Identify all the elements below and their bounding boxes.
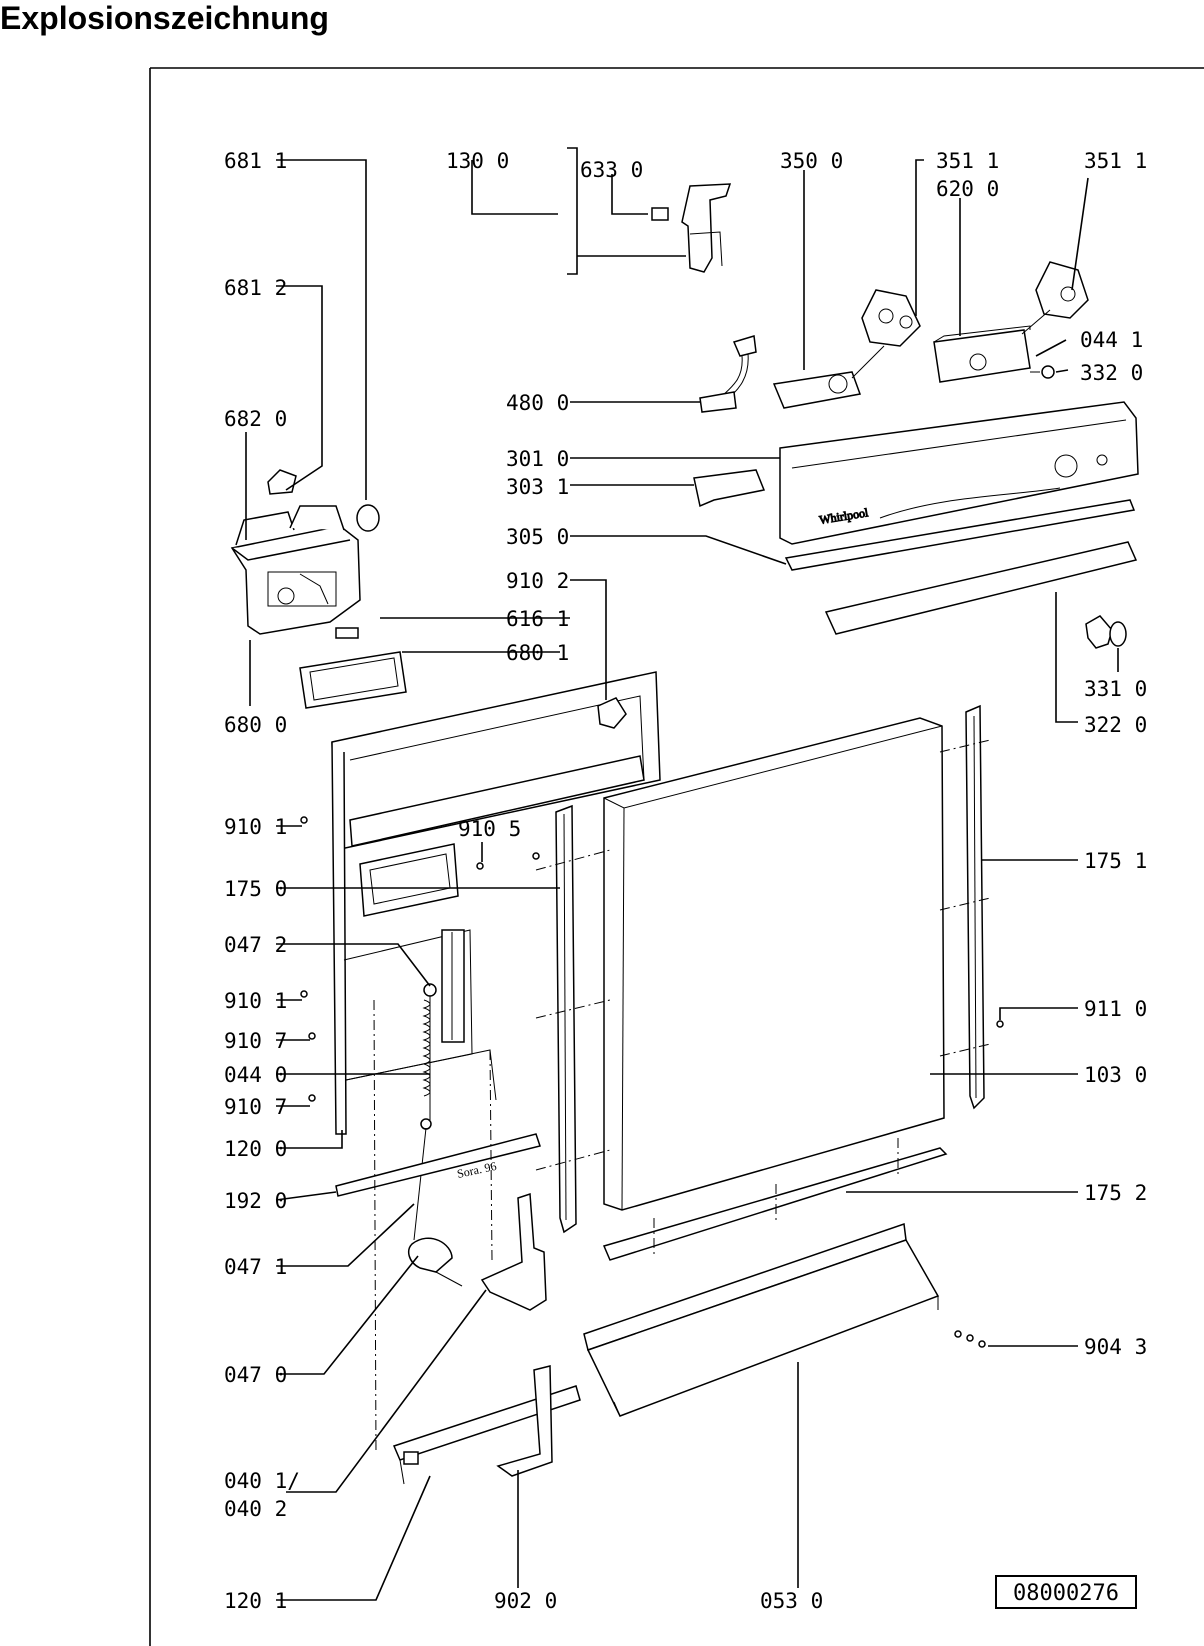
part-label: 044 1 bbox=[1080, 328, 1143, 352]
part-label: 910 7 bbox=[224, 1029, 287, 1053]
part-label: 303 1 bbox=[506, 475, 569, 499]
strip-305-0 bbox=[784, 499, 1136, 571]
handle-303-1 bbox=[693, 469, 766, 508]
part-label: 620 0 bbox=[936, 177, 999, 201]
part-label: 910 2 bbox=[506, 569, 569, 593]
screws bbox=[300, 816, 1004, 1348]
inner-door-120-0 bbox=[331, 671, 661, 1135]
control-panel-301-0: Whirlpool bbox=[779, 401, 1139, 545]
part-label: 331 0 bbox=[1084, 677, 1147, 701]
part-label: 130 0 bbox=[446, 149, 509, 173]
kickplate-053-0 bbox=[583, 1222, 940, 1417]
part-label: 680 1 bbox=[506, 641, 569, 665]
part-label: 047 1 bbox=[224, 1255, 287, 1279]
part-label: 322 0 bbox=[1084, 713, 1147, 737]
part-label: 681 2 bbox=[224, 276, 287, 300]
part-label: 681 1 bbox=[224, 149, 287, 173]
document-number: 08000276 bbox=[1013, 1581, 1119, 1606]
part-label: 350 0 bbox=[780, 149, 843, 173]
part-label: 103 0 bbox=[1084, 1063, 1147, 1087]
bracket-040 bbox=[480, 1192, 547, 1311]
part-label: 044 0 bbox=[224, 1063, 287, 1087]
foot-902-0 bbox=[496, 1365, 553, 1477]
side-strip-175-0 bbox=[555, 804, 577, 1234]
part-label: 040 2 bbox=[224, 1497, 287, 1521]
part-label: 680 0 bbox=[224, 713, 287, 737]
part-label: 911 0 bbox=[1084, 997, 1147, 1021]
cable-480-0 bbox=[699, 335, 757, 413]
part-label: 120 1 bbox=[224, 1589, 287, 1613]
part-label: 175 1 bbox=[1084, 849, 1147, 873]
rail-192-0: Sora. 96 bbox=[335, 1133, 541, 1197]
part-label: 682 0 bbox=[224, 407, 287, 431]
part-labels: 681 1 130 0 633 0 350 0 351 1 620 0 351 … bbox=[224, 149, 1147, 1613]
part-label: 902 0 bbox=[494, 1589, 557, 1613]
part-label: 332 0 bbox=[1080, 361, 1143, 385]
part-label: 305 0 bbox=[506, 525, 569, 549]
part-label: 047 0 bbox=[224, 1363, 287, 1387]
part-label: 040 1/ bbox=[224, 1469, 300, 1493]
part-label: 175 2 bbox=[1084, 1181, 1147, 1205]
part-label: 904 3 bbox=[1084, 1335, 1147, 1359]
part-label: 047 2 bbox=[224, 933, 287, 957]
part-label: 616 1 bbox=[506, 607, 569, 631]
knob-331-0 bbox=[1085, 615, 1127, 649]
hinge-047-0 bbox=[407, 1237, 463, 1287]
part-label: 120 0 bbox=[224, 1137, 287, 1161]
part-label: 910 1 bbox=[224, 989, 287, 1013]
panel-bar-322-0 bbox=[824, 541, 1138, 635]
part-label: 910 5 bbox=[458, 817, 521, 841]
spring-044-0 bbox=[413, 983, 437, 1241]
outer-door-103-0 bbox=[603, 717, 945, 1211]
part-label: 351 1 bbox=[936, 149, 999, 173]
page-title: Explosionszeichnung bbox=[0, 0, 329, 36]
leader-lines bbox=[245, 147, 1119, 1601]
control-board-350-0 bbox=[772, 289, 921, 409]
door-seal-680-1 bbox=[299, 651, 407, 709]
part-label: 910 1 bbox=[224, 815, 287, 839]
part-label: 175 0 bbox=[224, 877, 287, 901]
dispenser-assembly bbox=[230, 469, 380, 639]
bottom-strip-175-2 bbox=[602, 1147, 948, 1261]
bracket-130-0 bbox=[651, 183, 732, 273]
part-label: 053 0 bbox=[760, 1589, 823, 1613]
document-number-box: 08000276 bbox=[995, 1575, 1137, 1609]
part-label: 351 1 bbox=[1084, 149, 1147, 173]
part-label: 192 0 bbox=[224, 1189, 287, 1213]
control-unit-620-0 bbox=[933, 261, 1089, 383]
side-strip-175-1 bbox=[965, 704, 985, 1110]
part-label: 910 7 bbox=[224, 1095, 287, 1119]
assembly-lines bbox=[373, 739, 991, 1455]
part-label: 480 0 bbox=[506, 391, 569, 415]
part-label: 633 0 bbox=[580, 158, 643, 182]
hinge-910-2 bbox=[597, 697, 627, 729]
bottom-bracket-120-1 bbox=[392, 1385, 581, 1485]
drawing-frame bbox=[149, 67, 1204, 1646]
part-label: 301 0 bbox=[506, 447, 569, 471]
